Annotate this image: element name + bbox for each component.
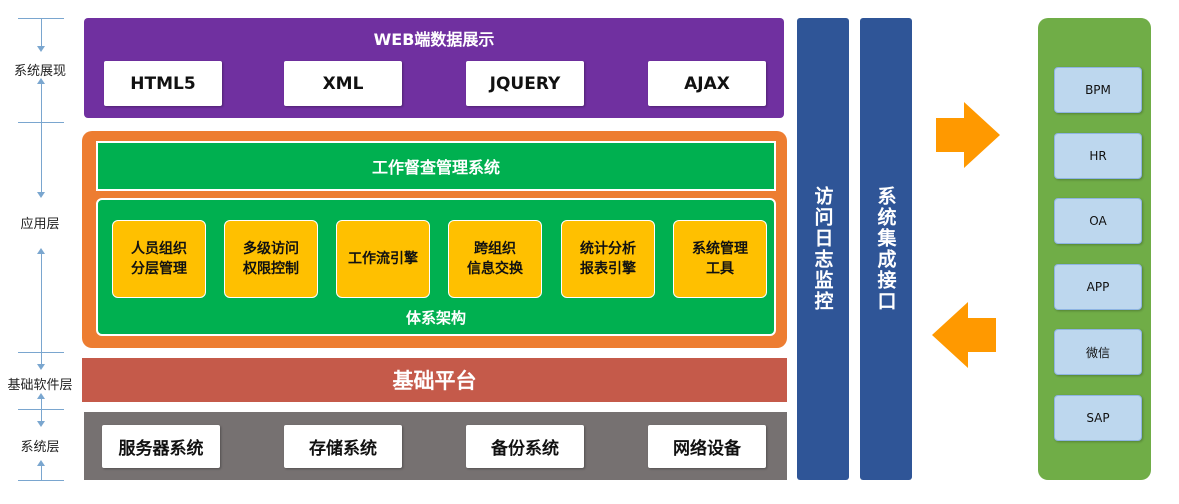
axis-arrow-up-icon [37,460,45,466]
external-system-oa: OA [1054,198,1142,244]
axis-label-base-software: 基础软件层 [7,378,73,393]
architecture-label: 体系架构 [405,309,466,327]
module-line: 人员组织 [131,241,187,257]
axis-line [41,82,42,122]
architecture-panel: 人员组织分层管理 多级访问权限控制 工作流引擎 跨组织信息交换 统计分析报表引擎… [96,198,776,336]
integration-interface-bar: 系统集成接口 [860,18,912,480]
axis-line [41,399,42,409]
module-line: 权限控制 [243,261,299,277]
log-monitor-bar: 访问日志监控 [797,18,849,480]
axis-line [41,254,42,352]
external-system-app: APP [1054,264,1142,310]
axis-arrow-up-icon [37,78,45,84]
axis-arrow-down-icon [37,46,45,52]
web-item-xml: XML [284,61,402,106]
module-line: 信息交换 [467,261,523,277]
module-line: 工作流引擎 [348,251,418,267]
external-system-hr: HR [1054,133,1142,179]
module-line: 跨组织 [474,241,516,257]
module-line: 多级访问 [243,241,299,257]
system-item-server: 服务器系统 [102,425,220,468]
module-system-tools: 系统管理工具 [673,220,767,298]
module-line: 统计分析 [580,241,636,257]
axis-arrow-up-icon [37,248,45,254]
module-line: 系统管理 [692,241,748,257]
arrow-right-icon [936,102,1000,168]
axis-label-system: 系统层 [20,440,60,455]
module-access-control: 多级访问权限控制 [224,220,318,298]
web-item-ajax: AJAX [648,61,766,106]
axis-label-presentation: 系统展现 [13,64,66,79]
web-item-jquery: JQUERY [466,61,584,106]
axis-arrow-up-icon [37,393,45,399]
app-system-title: 工作督查管理系统 [96,141,776,191]
axis-line [41,409,42,423]
external-system-bpm: BPM [1054,67,1142,113]
module-statistics: 统计分析报表引擎 [561,220,655,298]
external-system-sap: SAP [1054,395,1142,441]
axis-line [41,122,42,192]
system-item-backup: 备份系统 [466,425,584,468]
system-item-storage: 存储系统 [284,425,402,468]
module-cross-org: 跨组织信息交换 [448,220,542,298]
module-personnel: 人员组织分层管理 [112,220,206,298]
module-workflow: 工作流引擎 [336,220,430,298]
external-systems-panel: BPM HR OA APP 微信 SAP [1038,18,1151,480]
axis-line [41,352,42,366]
module-line: 工具 [706,261,734,277]
web-item-html5: HTML5 [104,61,222,106]
log-monitor-label: 访问日志监控 [811,186,834,312]
integration-interface-label: 系统集成接口 [874,186,897,312]
external-system-wechat: 微信 [1054,329,1142,375]
system-layer: 服务器系统 存储系统 备份系统 网络设备 [84,412,787,480]
axis-arrow-down-icon [37,364,45,370]
module-line: 报表引擎 [580,261,636,277]
axis-tick [18,480,64,481]
web-layer-title: WEB端数据展示 [373,30,495,49]
system-item-network: 网络设备 [648,425,766,468]
axis-arrow-down-icon [37,192,45,198]
base-platform: 基础平台 [82,358,787,402]
axis-line [41,18,42,46]
axis-line [41,466,42,480]
axis-label-application: 应用层 [20,217,60,232]
web-presentation-layer: WEB端数据展示 HTML5 XML JQUERY AJAX [84,18,784,118]
module-line: 分层管理 [131,261,187,277]
arrow-left-icon [932,302,996,368]
axis-arrow-down-icon [37,421,45,427]
application-layer: 工作督查管理系统 人员组织分层管理 多级访问权限控制 工作流引擎 跨组织信息交换… [82,131,787,348]
